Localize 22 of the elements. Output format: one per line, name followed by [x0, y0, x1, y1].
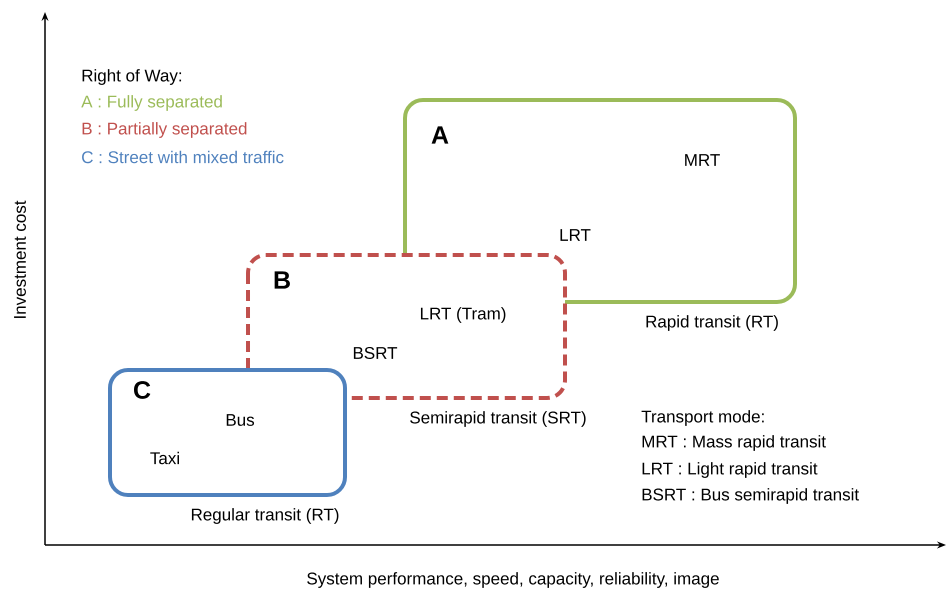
box-letter: A — [432, 126, 448, 144]
category-label: Semirapid transit (SRT) — [410, 411, 586, 427]
mode-label: BSRT — [354, 346, 398, 360]
legend-text: C : Street with mixed traffic — [82, 150, 284, 164]
box-letter: B — [274, 271, 290, 289]
mode-label: LRT (Tram) — [420, 307, 506, 323]
mode-label: Bus — [226, 414, 254, 426]
legend-text: A : Fully separated — [81, 95, 222, 111]
legend-text: LRT : Light rapid transit — [642, 462, 818, 478]
category-label: Rapid transit (RT) — [646, 315, 778, 331]
category-label: Regular transit (RT) — [192, 508, 338, 524]
legend-text: BSRT : Bus semirapid transit — [642, 488, 859, 504]
axis-label: Investment cost — [14, 200, 26, 318]
legend-heading: Right of Way: — [82, 69, 182, 85]
legend-text: B : Partially separated — [82, 122, 246, 138]
mode-label: MRT — [685, 154, 720, 166]
mode-label: LRT — [560, 229, 591, 241]
legend-text: MRT : Mass rapid transit — [642, 435, 826, 451]
axis-label: System performance, speed, capacity, reliability, image — [307, 572, 719, 588]
legend-heading: Transport mode: — [642, 410, 764, 426]
box-letter: C — [134, 381, 150, 399]
mode-label: Taxi — [150, 452, 179, 464]
